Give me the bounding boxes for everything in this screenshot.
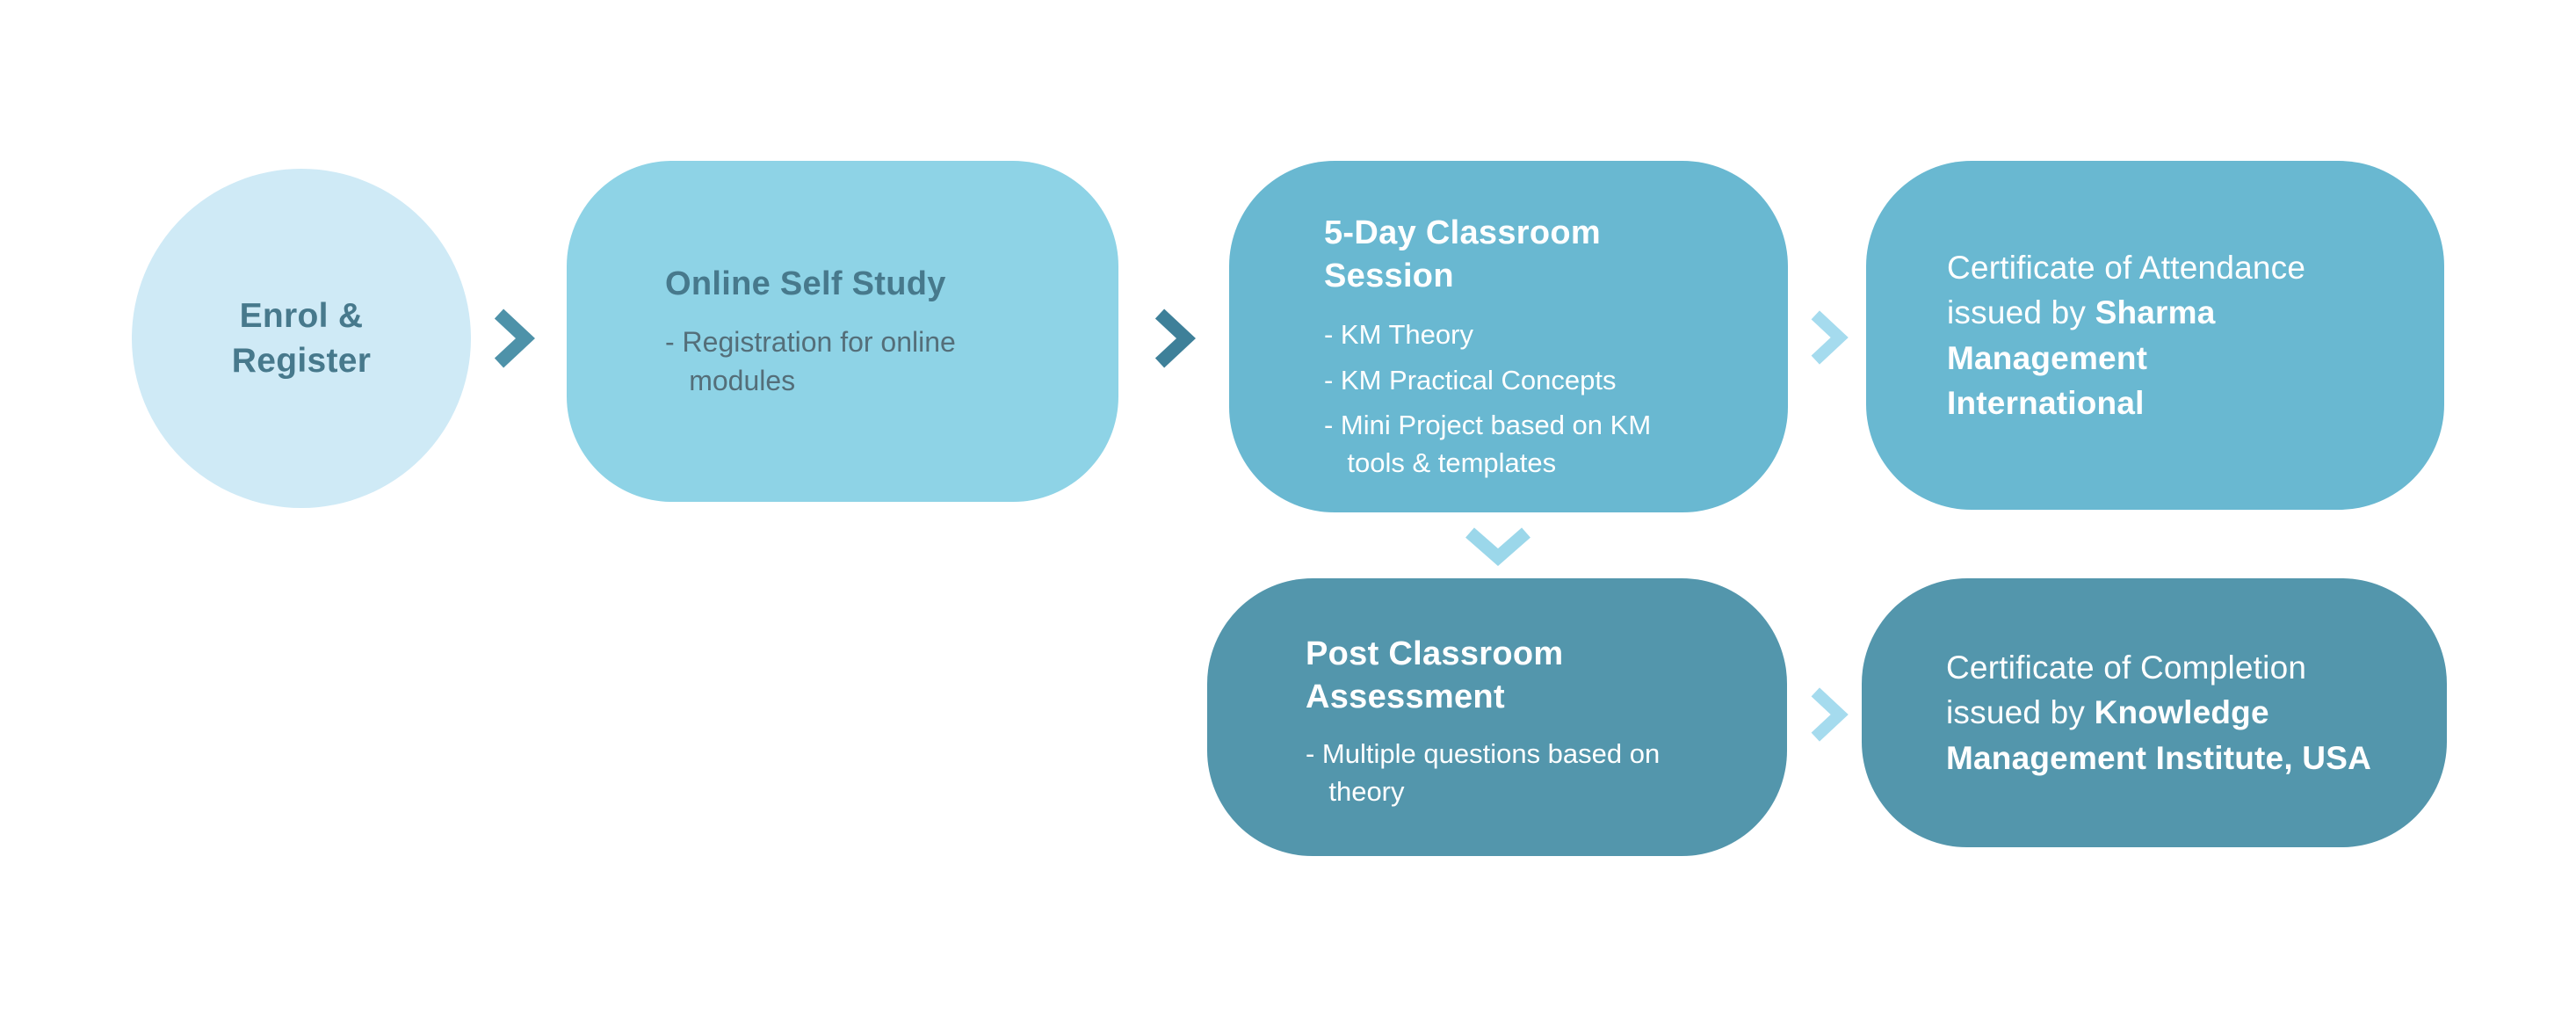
certificate-attendance-text-normal: Certificate of Attendance issued by [1947, 250, 2306, 331]
arrow-right-icon [1811, 310, 1849, 365]
assessment-bullet: - Multiple questions based on theory [1306, 737, 1661, 807]
classroom-session-bullets: - KM Theory - KM Practical Concepts - Mi… [1324, 316, 1739, 490]
certificate-completion-text: Certificate of Completion issued by Know… [1946, 645, 2385, 780]
online-self-study-title: Online Self Study [665, 265, 946, 303]
assessment-title: Post Classroom Assessment [1306, 635, 1564, 716]
classroom-session-title: 5-Day Classroom Session [1324, 214, 1601, 295]
classroom-bullet: - Mini Project based on KM tools & templ… [1324, 410, 1652, 479]
certificate-completion-text-normal: Certificate of Completion issued by [1946, 650, 2307, 731]
arrow-down-icon [1465, 527, 1530, 566]
node-enrol-register: Enrol & Register [132, 169, 471, 508]
certificate-attendance-issuer: Sharma Management International [1947, 294, 2216, 421]
arrow-right-icon [1811, 687, 1849, 742]
node-certificate-completion: Certificate of Completion issued by Know… [1862, 578, 2447, 847]
arrow-right-icon [494, 308, 535, 368]
node-classroom-session: 5-Day Classroom Session - KM Theory - KM… [1229, 161, 1788, 512]
classroom-bullet: - KM Practical Concepts [1324, 364, 1617, 396]
node-online-self-study: Online Self Study - Registration for onl… [567, 161, 1118, 502]
certificate-attendance-text: Certificate of Attendance issued by Shar… [1947, 245, 2351, 425]
node-certificate-attendance: Certificate of Attendance issued by Shar… [1866, 161, 2444, 510]
certificate-completion-issuer: Knowledge Management Institute, USA [1946, 694, 2371, 776]
online-self-study-bullet: - Registration for online modules [665, 325, 956, 396]
node-post-classroom-assessment: Post Classroom Assessment - Multiple que… [1207, 578, 1787, 856]
enrol-register-title: Enrol & Register [231, 296, 372, 380]
classroom-bullet: - KM Theory [1324, 318, 1473, 350]
arrow-right-icon [1154, 308, 1196, 368]
